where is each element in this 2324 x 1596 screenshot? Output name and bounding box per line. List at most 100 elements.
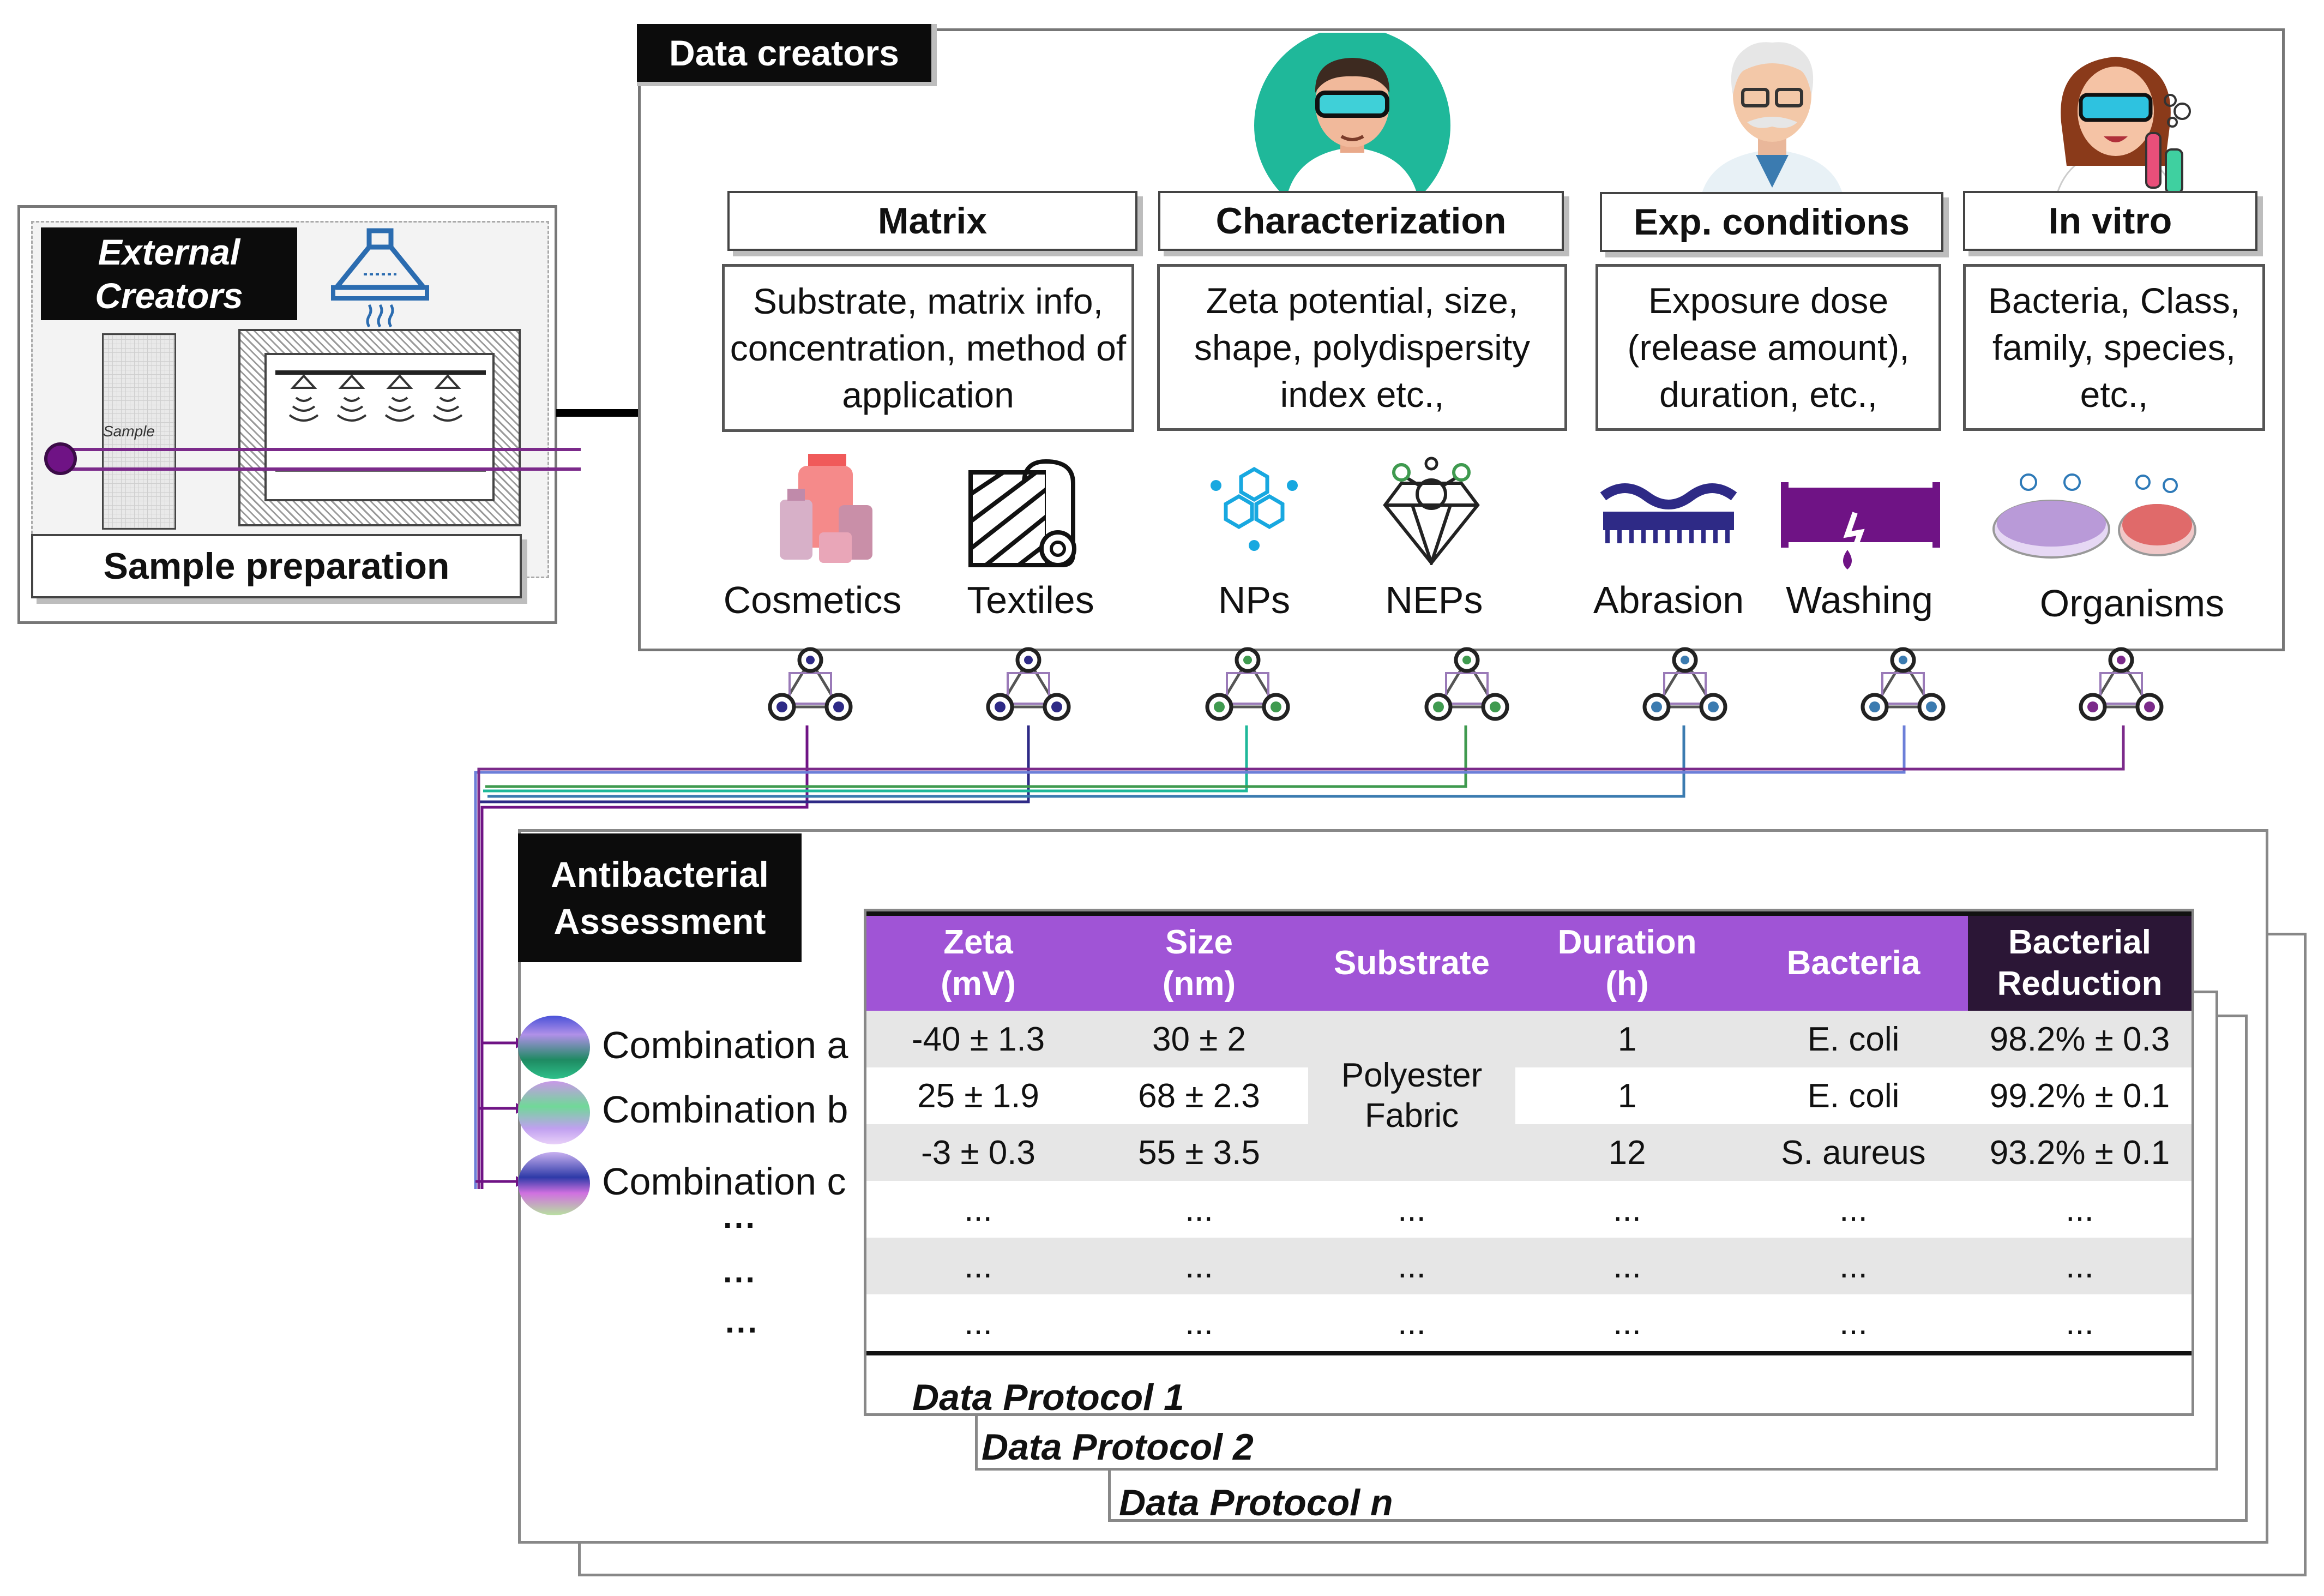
roller-rail-top: [57, 448, 581, 451]
external-creators-panel: External Creators Sample Sample preparat…: [17, 205, 581, 624]
table-cell: 99.2% ± 0.1: [1989, 1077, 2170, 1115]
protocol-n-label: Data Protocol n: [1119, 1482, 1393, 1523]
connector-node-cosmetics: [768, 647, 853, 721]
table-cell: ...: [1839, 1190, 1868, 1228]
col-header-zeta: Zeta (mV): [866, 914, 1090, 1011]
table-cell: 1: [1617, 1020, 1637, 1058]
abrasion-icon: [1600, 483, 1737, 543]
protocol-2-label: Data Protocol 2: [982, 1426, 1254, 1468]
sample-strip: [102, 333, 176, 530]
connector-node-abrasion: [1642, 647, 1727, 721]
table-row-ellipsis: ..................: [866, 1181, 2191, 1238]
researcher-avatar-icon: [1254, 33, 1450, 196]
table-cell: ...: [1613, 1190, 1641, 1228]
connector-node-nps: [1205, 647, 1290, 721]
combination-b-label: Combination b: [602, 1088, 848, 1131]
table-cell: E. coli: [1807, 1020, 1900, 1058]
table-cell: ...: [1185, 1247, 1213, 1285]
table-row: 25 ± 1.9 68 ± 2.3 1 E. coli 99.2% ± 0.1: [866, 1067, 2191, 1124]
external-creators-badge: External Creators: [41, 227, 297, 320]
table-row: -3 ± 0.3 55 ± 3.5 12 S. aureus 93.2% ± 0…: [866, 1124, 2191, 1181]
data-table: Zeta (mV) Size (nm) Substrate Duration (…: [866, 911, 2191, 1355]
table-cell: ...: [2066, 1304, 2094, 1342]
category-header-exp-conditions: Exp. conditions: [1600, 192, 1943, 252]
col-header-size: Size (nm): [1090, 914, 1308, 1011]
table-cell: ...: [1185, 1304, 1213, 1342]
table-cell: 12: [1608, 1133, 1646, 1172]
col-header-bacteria: Bacteria: [1739, 914, 1968, 1011]
col-header-duration: Duration (h): [1515, 914, 1739, 1011]
table-cell: ...: [964, 1247, 992, 1285]
table-cell: ...: [964, 1304, 992, 1342]
table-cell: E. coli: [1807, 1077, 1900, 1115]
category-header-matrix: Matrix: [727, 191, 1137, 251]
combination-ellipsis-3: ...: [725, 1303, 760, 1340]
table-cell: ...: [964, 1190, 992, 1228]
combination-b-icon: [518, 1081, 590, 1144]
category-desc-matrix: Substrate, matrix info, concentration, m…: [722, 264, 1134, 432]
protocol-sheet-1: Zeta (mV) Size (nm) Substrate Duration (…: [864, 909, 2194, 1418]
category-header-in-vitro: In vitro: [1963, 191, 2257, 251]
table-cell: 1: [1617, 1077, 1637, 1115]
table-cell: ...: [1185, 1190, 1213, 1228]
fume-hood-icon: [331, 228, 429, 328]
table-cell-substrate-merged: Polyester Fabric: [1308, 1011, 1515, 1181]
nanoparticles-icon: [1211, 466, 1298, 551]
col-header-substrate: Substrate: [1308, 914, 1515, 1011]
item-label-organisms: Organisms: [2039, 582, 2225, 625]
protocol-1-label: Data Protocol 1: [912, 1377, 1184, 1418]
cosmetics-icon: [780, 454, 872, 563]
scientist-avatar-icon: [2055, 57, 2191, 199]
nano-enabled-products-icon: [1383, 457, 1480, 565]
item-label-cosmetics: Cosmetics: [723, 579, 902, 621]
roller-icon: [44, 442, 77, 475]
table-cell: ...: [2066, 1190, 2094, 1228]
connector-node-neps: [1424, 647, 1509, 721]
combination-a-label: Combination a: [602, 1024, 848, 1066]
item-label-washing: Washing: [1786, 579, 1933, 621]
table-cell: 30 ± 2: [1152, 1020, 1246, 1058]
antibacterial-assessment-badge: Antibacterial Assessment: [518, 833, 802, 962]
sample-preparation-label: Sample preparation: [31, 534, 522, 598]
data-creators-badge: Data creators: [637, 24, 937, 86]
table-row-ellipsis: ..................: [866, 1238, 2191, 1294]
table-cell: -3 ± 0.3: [921, 1133, 1035, 1172]
combination-ellipsis-1: ...: [723, 1198, 757, 1235]
roller-rail-bottom: [57, 467, 581, 471]
table-row: -40 ± 1.3 30 ± 2 Polyester Fabric 1 E. c…: [866, 1011, 2191, 1181]
category-header-characterization: Characterization: [1158, 191, 1564, 251]
table-cell: S. aureus: [1781, 1133, 1926, 1172]
spray-nozzles-icon: [288, 374, 463, 422]
organisms-petri-dish-icon: [1992, 473, 2196, 559]
table-cell: 55 ± 3.5: [1138, 1133, 1260, 1172]
textiles-icon: [968, 459, 1076, 567]
table-cell: ...: [1839, 1304, 1868, 1342]
item-label-nps: NPs: [1218, 579, 1291, 621]
table-cell: ...: [1398, 1190, 1426, 1228]
table-cell: ...: [1839, 1247, 1868, 1285]
connector-node-organisms: [2079, 647, 2164, 721]
col-header-bacterial-reduction: Bacterial Reduction: [1968, 914, 2191, 1011]
table-cell: ...: [1613, 1304, 1641, 1342]
combination-c-icon: [518, 1152, 590, 1215]
combination-a-icon: [518, 1016, 590, 1079]
table-cell: 98.2% ± 0.3: [1989, 1020, 2170, 1058]
table-row-ellipsis: ..................: [866, 1294, 2191, 1353]
connector-network: [474, 647, 2164, 1189]
category-desc-in-vitro: Bacteria, Class, family, species, etc.,: [1963, 264, 2265, 431]
table-cell: -40 ± 1.3: [911, 1020, 1045, 1058]
combination-c-label: Combination c: [602, 1160, 846, 1203]
table-cell: ...: [1398, 1247, 1426, 1285]
connector-node-washing: [1861, 647, 1946, 721]
washing-icon: [1781, 482, 1940, 569]
item-label-textiles: Textiles: [967, 579, 1094, 621]
sample-tag: Sample: [103, 423, 155, 440]
table-cell: ...: [1398, 1304, 1426, 1342]
table-cell: 25 ± 1.9: [917, 1077, 1039, 1115]
table-cell: 93.2% ± 0.1: [1989, 1133, 2170, 1172]
item-label-abrasion: Abrasion: [1593, 579, 1744, 621]
combination-ellipsis-2: ...: [723, 1253, 757, 1289]
table-cell: ...: [2066, 1247, 2094, 1285]
category-desc-characterization: Zeta potential, size, shape, polydispers…: [1157, 264, 1567, 431]
table-cell: 68 ± 2.3: [1138, 1077, 1260, 1115]
